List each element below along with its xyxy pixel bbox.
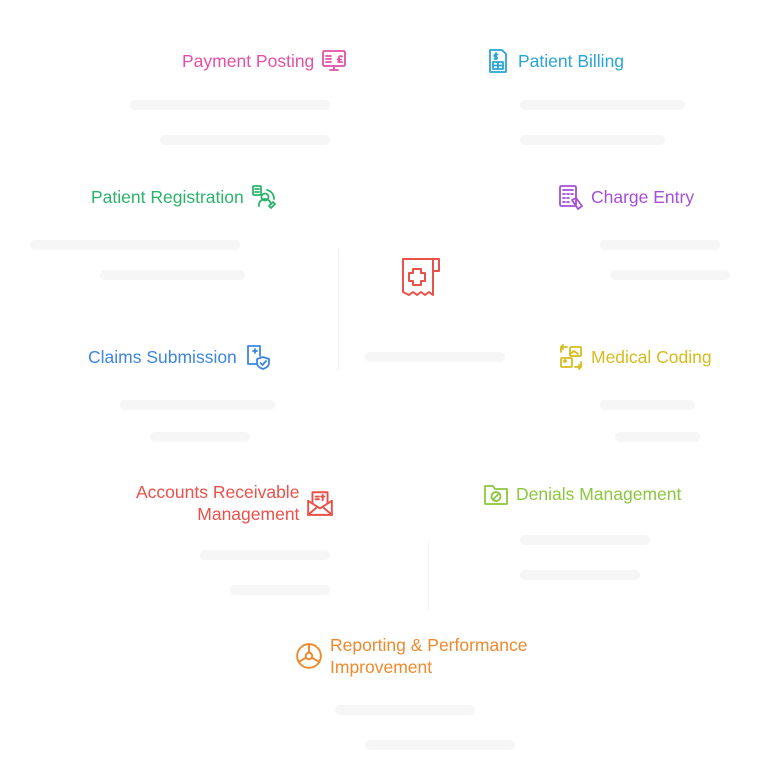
node-medical-coding: Medical Coding: [558, 344, 712, 370]
placeholder-line: [610, 270, 730, 280]
placeholder-line: [150, 432, 250, 442]
node-payment-posting: Payment Posting: [182, 48, 347, 74]
node-accounts-receivable: Accounts Receivable Management: [136, 481, 334, 525]
label-line-2: Improvement: [330, 657, 433, 677]
user-id-card-icon: [251, 184, 277, 210]
center-vertical-line-lower: [428, 540, 429, 610]
placeholder-line: [520, 100, 685, 110]
placeholder-line: [520, 535, 650, 545]
node-label: Medical Coding: [591, 347, 712, 367]
placeholder-line: [520, 135, 665, 145]
placeholder-line: [365, 740, 515, 750]
node-label: Denials Management: [516, 484, 682, 504]
label-line-1: Accounts Receivable: [136, 482, 300, 502]
node-label: Charge Entry: [591, 187, 695, 207]
placeholder-line: [365, 352, 505, 362]
node-label: Patient Billing: [518, 51, 625, 71]
label-line-2: Management: [197, 504, 300, 524]
placeholder-line: [160, 135, 330, 145]
node-patient-billing: Patient Billing: [485, 48, 624, 74]
placeholder-line: [130, 100, 330, 110]
node-label: Reporting & Performance Improvement: [330, 634, 527, 678]
placeholder-line: [100, 270, 245, 280]
folder-block-icon: [483, 481, 509, 507]
node-label: Accounts Receivable Management: [136, 481, 299, 525]
placeholder-line: [200, 550, 330, 560]
monitor-pound-icon: [321, 48, 347, 74]
node-label: Claims Submission: [88, 347, 237, 367]
pie-chart-icon: [295, 642, 323, 670]
document-shield-icon: [244, 344, 270, 370]
node-claims-submission: Claims Submission: [88, 344, 270, 370]
placeholder-line: [600, 240, 720, 250]
node-reporting-performance: Reporting & Performance Improvement: [295, 634, 527, 678]
placeholder-line: [120, 400, 275, 410]
node-denials-management: Denials Management: [483, 481, 681, 507]
node-charge-entry: Charge Entry: [558, 184, 694, 210]
envelope-dollar-icon: [306, 489, 334, 517]
label-line-1: Reporting & Performance: [330, 635, 528, 655]
placeholder-line: [615, 432, 700, 442]
image-sync-icon: [558, 344, 584, 370]
center-vertical-line: [338, 250, 339, 370]
placeholder-line: [520, 570, 640, 580]
placeholder-line: [335, 705, 475, 715]
node-label: Patient Registration: [91, 187, 244, 207]
calculator-hand-icon: [558, 184, 584, 210]
placeholder-line: [230, 585, 330, 595]
placeholder-line: [30, 240, 240, 250]
placeholder-line: [600, 400, 695, 410]
medical-receipt-icon: [397, 253, 447, 303]
invoice-dollar-icon: [485, 48, 511, 74]
node-label: Payment Posting: [182, 51, 315, 71]
node-patient-registration: Patient Registration: [91, 184, 277, 210]
